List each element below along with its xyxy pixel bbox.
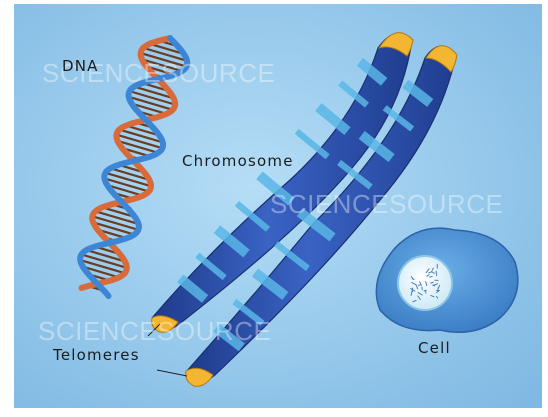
- nucleus-speck: [438, 288, 439, 291]
- label-telomeres: Telomeres: [52, 346, 140, 364]
- watermark-3: SCIENCESOURCE: [38, 316, 271, 346]
- label-cell: Cell: [418, 339, 451, 357]
- cell-nucleus: [398, 256, 452, 310]
- nucleus-speck: [436, 271, 437, 275]
- watermark-2: SCIENCESOURCE: [270, 189, 503, 219]
- label-chromosome: Chromosome: [182, 152, 294, 170]
- label-dna: DNA: [62, 57, 99, 75]
